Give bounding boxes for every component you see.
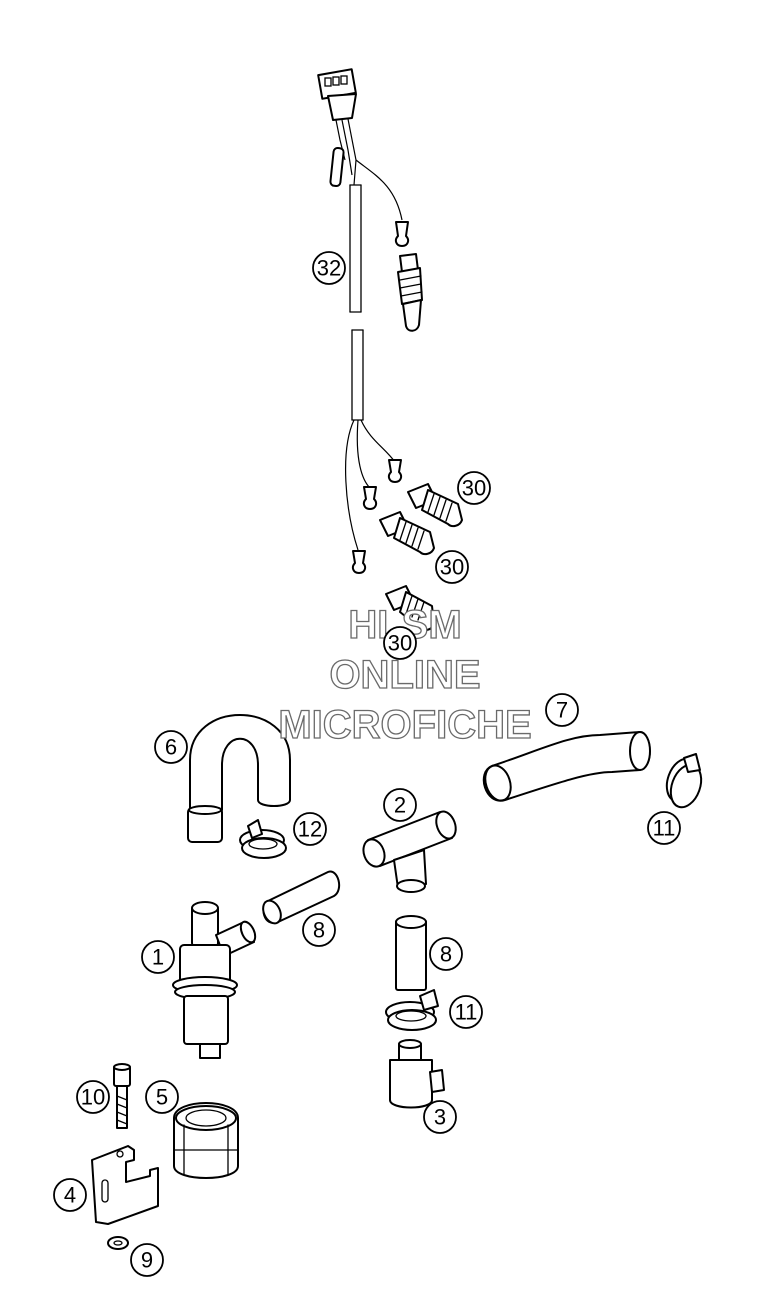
temperature-sensor-part-b [379, 511, 435, 556]
valve-part [172, 901, 257, 1059]
hose-clamp-part-12 [239, 819, 287, 859]
callout-label: 7 [556, 698, 568, 723]
watermark-line-3: MICROFICHE [278, 703, 531, 747]
bent-hose-part [482, 731, 651, 802]
temperature-sensor-part-a [407, 483, 463, 528]
callout-label: 6 [165, 735, 177, 760]
wiring-harness-part [317, 68, 423, 574]
hose-clamp-part-11a [665, 753, 703, 809]
callout-label: 11 [455, 1000, 478, 1025]
u-hose-part [187, 714, 291, 843]
hose-clamp-part-11b [385, 989, 439, 1031]
callout-label: 5 [156, 1085, 168, 1110]
callout-30-bottom: 30 [383, 626, 417, 660]
callout-3: 3 [423, 1100, 457, 1134]
watermark: HLSM ONLINE MICROFICHE [278, 602, 533, 747]
bracket-part [91, 1145, 159, 1225]
callout-label: 8 [313, 918, 325, 943]
callout-4: 4 [53, 1178, 87, 1212]
washer-part [107, 1236, 129, 1250]
short-hose-part-a [262, 870, 341, 925]
callout-12: 12 [293, 812, 327, 846]
callout-label: 8 [440, 942, 452, 967]
callout-label: 9 [141, 1248, 153, 1273]
callout-11-right: 11 [647, 811, 681, 845]
callout-label: 32 [317, 256, 341, 281]
callout-label: 30 [462, 476, 486, 501]
temperature-sensor-part-c [385, 585, 435, 632]
callout-7: 7 [545, 693, 579, 727]
callout-8-left: 8 [302, 913, 336, 947]
callout-5: 5 [145, 1080, 179, 1114]
callout-label: 10 [81, 1085, 105, 1110]
callout-10: 10 [76, 1080, 110, 1114]
callout-9: 9 [130, 1243, 164, 1277]
grommet-part [173, 1102, 239, 1179]
callout-1: 1 [141, 940, 175, 974]
bolt-part [113, 1063, 131, 1129]
elbow-fitting-part [389, 1039, 445, 1109]
callout-label: 30 [440, 555, 464, 580]
callout-label: 3 [434, 1105, 446, 1130]
callout-label: 1 [152, 945, 164, 970]
callout-label: 2 [394, 793, 406, 818]
callout-8-right: 8 [429, 937, 463, 971]
callout-30-middle: 30 [435, 550, 469, 584]
short-hose-part-b [395, 915, 427, 991]
watermark-line-2: ONLINE [329, 653, 480, 697]
callout-label: 30 [388, 631, 412, 656]
callout-6: 6 [154, 730, 188, 764]
t-piece-part [362, 810, 457, 893]
callout-30-top: 30 [457, 471, 491, 505]
callout-label: 11 [653, 816, 676, 841]
callout-2: 2 [383, 788, 417, 822]
callout-32: 32 [312, 251, 346, 285]
callout-label: 12 [298, 817, 322, 842]
callout-label: 4 [64, 1183, 76, 1208]
callout-11-bottom: 11 [449, 995, 483, 1029]
